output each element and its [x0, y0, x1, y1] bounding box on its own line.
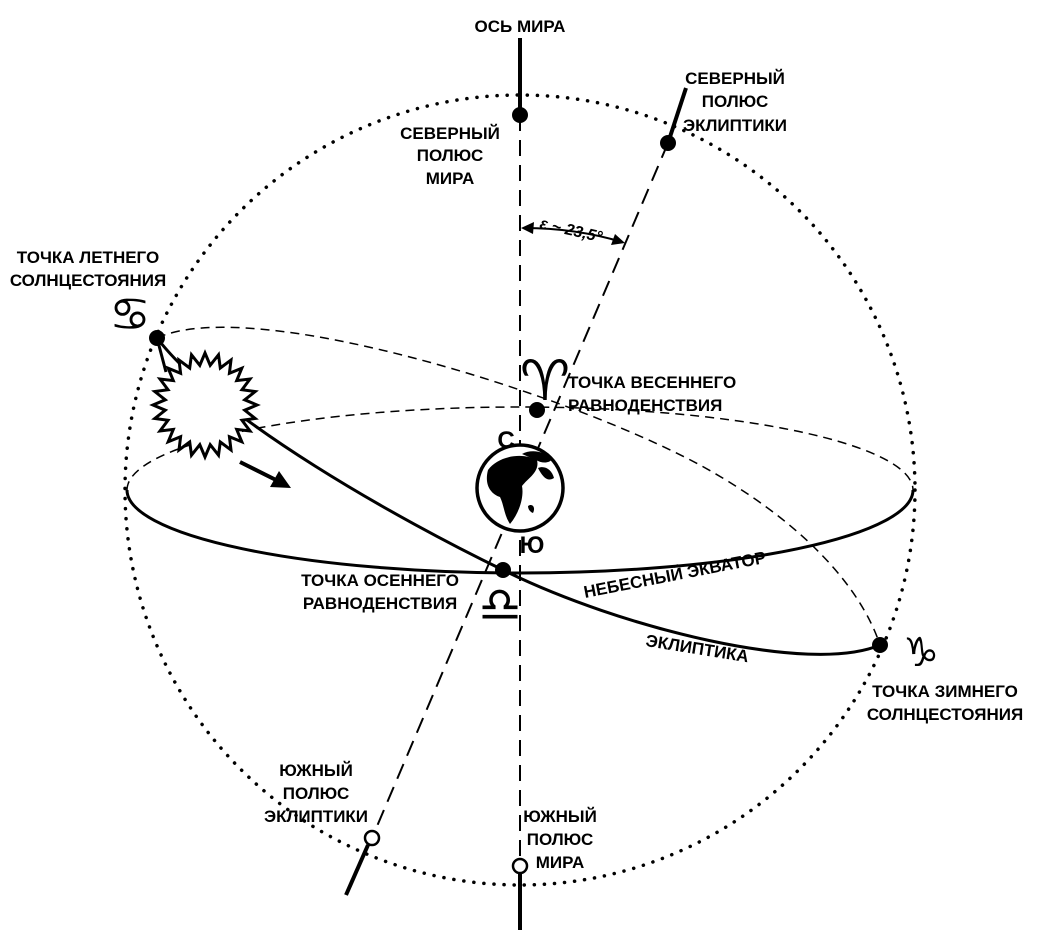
south-mark: Ю: [520, 532, 545, 559]
earth-icon: [475, 443, 565, 533]
svg-text:ТОЧКА ЗИМНЕГО: ТОЧКА ЗИМНЕГО: [872, 682, 1018, 701]
obliquity-arrow-left: [521, 222, 534, 234]
sun-icon: [149, 349, 261, 461]
south-ecliptic-pole-label: ЮЖНЫЙ ПОЛЮС ЭКЛИПТИКИ: [264, 761, 368, 826]
capricorn-icon: ♑: [903, 630, 939, 676]
celestial-equator-back: [126, 406, 914, 491]
aries-icon: ♈: [520, 349, 570, 414]
winter-solstice-label: ТОЧКА ЗИМНЕГО СОЛНЦЕСТОЯНИЯ: [867, 682, 1023, 724]
winter-solstice-point: [872, 637, 888, 653]
svg-text:ПОЛЮС: ПОЛЮС: [702, 92, 769, 111]
svg-text:ПОЛЮС: ПОЛЮС: [417, 146, 484, 165]
svg-text:ТОЧКА ВЕСЕННЕГО: ТОЧКА ВЕСЕННЕГО: [568, 373, 736, 392]
svg-text:РАВНОДЕНСТВИЯ: РАВНОДЕНСТВИЯ: [303, 594, 457, 613]
svg-text:ЭКЛИПТИКИ: ЭКЛИПТИКИ: [683, 116, 787, 135]
svg-text:СЕВЕРНЫЙ: СЕВЕРНЫЙ: [685, 69, 785, 88]
svg-text:ПОЛЮС: ПОЛЮС: [527, 830, 594, 849]
svg-text:МИРА: МИРА: [536, 853, 585, 872]
celestial-equator-label: НЕБЕСНЫЙ ЭКВАТОР: [582, 548, 767, 602]
svg-text:ЭКЛИПТИКИ: ЭКЛИПТИКИ: [264, 807, 368, 826]
svg-text:ЮЖНЫЙ: ЮЖНЫЙ: [279, 761, 353, 780]
vernal-equinox-label: ТОЧКА ВЕСЕННЕГО РАВНОДЕНСТВИЯ: [568, 373, 736, 415]
north-ecliptic-pole-point: [660, 135, 676, 151]
svg-text:ЮЖНЫЙ: ЮЖНЫЙ: [523, 807, 597, 826]
ecliptic-axis-top: [666, 87, 688, 144]
south-ecliptic-pole-point: [363, 829, 381, 847]
ecliptic-back: [156, 326, 881, 646]
motion-arrow-head: [270, 471, 291, 488]
vernal-equinox-point: [529, 402, 545, 418]
celestial-sphere-outline: [123, 93, 917, 887]
celestial-equator-front: [125, 489, 915, 575]
cancer-icon: ♋: [109, 287, 150, 341]
svg-text:МИРА: МИРА: [426, 169, 475, 188]
svg-text:ПОЛЮС: ПОЛЮС: [283, 784, 350, 803]
autumn-equinox-point: [495, 562, 511, 578]
svg-text:СОЛНЦЕСТОЯНИЯ: СОЛНЦЕСТОЯНИЯ: [867, 705, 1023, 724]
north-mark: С: [497, 427, 514, 454]
obliquity-arrow-right: [611, 234, 625, 245]
south-celestial-pole-point: [511, 857, 529, 875]
svg-text:РАВНОДЕНСТВИЯ: РАВНОДЕНСТВИЯ: [568, 396, 722, 415]
libra-icon: ♎: [478, 577, 521, 633]
south-celestial-pole-label: ЮЖНЫЙ ПОЛЮС МИРА: [523, 807, 597, 872]
ecliptic-axis-bottom: [344, 844, 370, 896]
north-celestial-pole-label: СЕВЕРНЫЙ ПОЛЮС МИРА: [400, 124, 500, 188]
axis-label: ОСЬ МИРА: [475, 17, 566, 36]
obliquity-label: ε ~ 23,5°: [538, 215, 604, 246]
summer-solstice-point: [149, 330, 165, 346]
autumn-equinox-label: ТОЧКА ОСЕННЕГО РАВНОДЕНСТВИЯ: [301, 571, 459, 613]
svg-text:СЕВЕРНЫЙ: СЕВЕРНЫЙ: [400, 124, 500, 143]
obliquity-arc: [523, 227, 623, 243]
svg-text:СОЛНЦЕСТОЯНИЯ: СОЛНЦЕСТОЯНИЯ: [10, 271, 166, 290]
svg-text:ТОЧКА ОСЕННЕГО: ТОЧКА ОСЕННЕГО: [301, 571, 459, 590]
north-ecliptic-pole-label: СЕВЕРНЫЙ ПОЛЮС ЭКЛИПТИКИ: [683, 69, 787, 135]
motion-arrow-line: [239, 460, 279, 483]
north-celestial-pole-point: [512, 107, 528, 123]
svg-text:ТОЧКА ЛЕТНЕГО: ТОЧКА ЛЕТНЕГО: [17, 248, 159, 267]
summer-solstice-label: ТОЧКА ЛЕТНЕГО СОЛНЦЕСТОЯНИЯ: [10, 248, 166, 290]
